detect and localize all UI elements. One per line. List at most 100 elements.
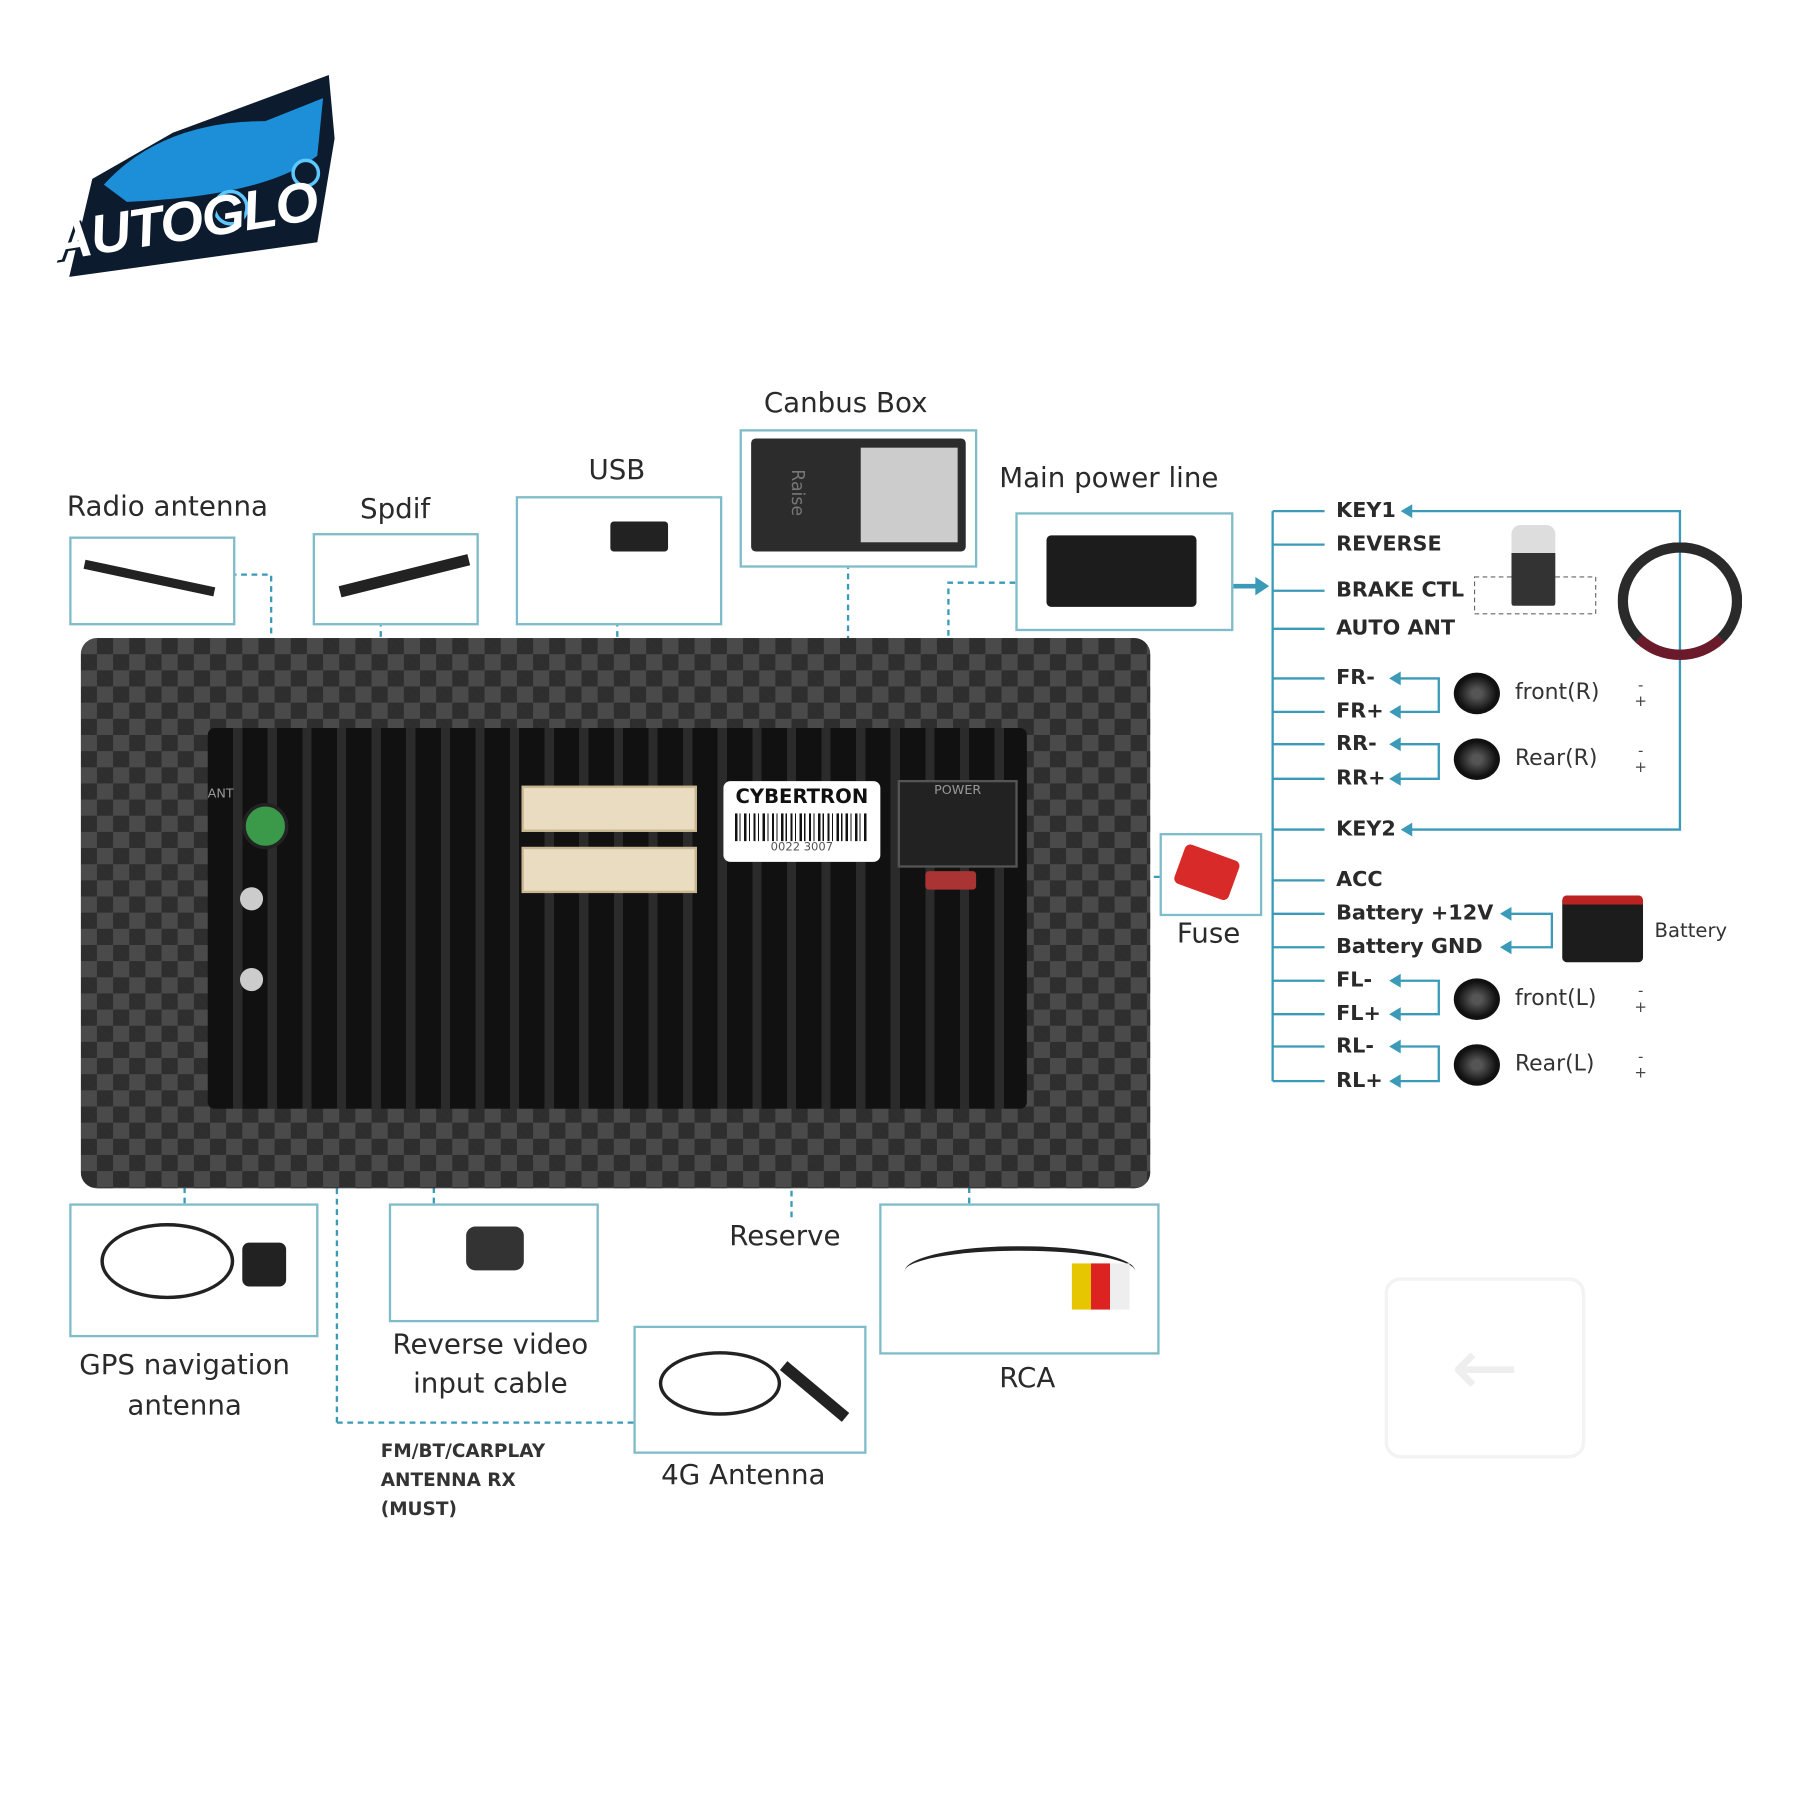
- rca-plugs: [1071, 1263, 1130, 1310]
- fm-port: [239, 968, 264, 992]
- reverse-video-label: Reverse video input cable: [369, 1325, 611, 1403]
- main-power-line-label: Main power line: [999, 461, 1219, 494]
- fm-bt-carplay-note: FM/BT/CARPLAY ANTENNA RX (MUST): [381, 1436, 545, 1523]
- speaker-icon: [1453, 978, 1500, 1020]
- ant-port-label: ANT: [207, 785, 234, 801]
- fuse-box: [1159, 833, 1263, 917]
- steering-wheel-icon: [1617, 542, 1743, 660]
- minus: -: [1637, 1048, 1644, 1067]
- spdif-box: [312, 533, 479, 626]
- usb-box: [515, 496, 723, 626]
- wire-reverse: REVERSE: [1336, 531, 1442, 557]
- rear-r-label: Rear(R): [1514, 745, 1598, 771]
- wire-key2: KEY2: [1336, 816, 1396, 842]
- fuse-slot: [925, 871, 977, 890]
- fm-note-line1: FM/BT/CARPLAY: [380, 1439, 546, 1462]
- antenna-4g-label: 4G Antenna: [661, 1458, 826, 1491]
- power-port: POWER: [897, 779, 1018, 868]
- gps-label: GPS navigation antenna: [63, 1345, 305, 1426]
- cybertron-brand: CYBERTRON: [735, 785, 869, 809]
- reverse-video-box: [388, 1203, 599, 1323]
- wire-fl-plus: FL+: [1336, 1001, 1381, 1026]
- wire-rl-minus: RL-: [1336, 1033, 1374, 1059]
- rca-connector: [521, 846, 697, 894]
- wire-auto-ant: AUTO ANT: [1336, 616, 1456, 641]
- cybertron-label: CYBERTRON 0022 3007: [723, 781, 881, 862]
- polarity-rear-l: -+: [1634, 1048, 1648, 1083]
- front-l-label: front(L): [1514, 985, 1597, 1011]
- antenna-4g-stick: [779, 1361, 850, 1422]
- minus: -: [1637, 677, 1644, 695]
- gear-shifter-icon: [1511, 524, 1556, 606]
- wire-rr-minus: RR-: [1336, 731, 1377, 756]
- main-power-box: [1015, 512, 1234, 632]
- gps-port: [239, 887, 264, 911]
- wire-rl-plus: RL+: [1336, 1068, 1383, 1093]
- radio-antenna-box: [69, 536, 236, 626]
- rca-harness-icon: [904, 1246, 1136, 1297]
- plus: +: [1634, 693, 1647, 711]
- usb-label: USB: [588, 453, 646, 486]
- gps-puck: [242, 1242, 287, 1287]
- polarity-front-r: -+: [1634, 678, 1648, 710]
- wire-battery-gnd: Battery GND: [1336, 934, 1483, 959]
- rear-l-label: Rear(L): [1514, 1051, 1595, 1077]
- speaker-icon: [1453, 672, 1500, 715]
- fuse-icon: [1172, 842, 1242, 902]
- front-r-label: front(R): [1514, 679, 1600, 705]
- battery-label: Battery: [1654, 919, 1728, 943]
- antenna-4g-icon: [658, 1351, 782, 1416]
- minus: -: [1637, 983, 1644, 1001]
- fm-note-line3: (MUST): [380, 1497, 457, 1520]
- rear-panel: ANT CYBERTRON 0022 3007 POWER: [207, 728, 1027, 1109]
- wire-fr-minus: FR-: [1336, 665, 1375, 690]
- back-button[interactable]: ←: [1384, 1277, 1586, 1459]
- barcode: [734, 813, 869, 842]
- wire-fr-plus: FR+: [1336, 699, 1384, 724]
- wire-fl-minus: FL-: [1336, 968, 1373, 993]
- plus: +: [1634, 999, 1647, 1017]
- fuse-label: Fuse: [1176, 917, 1241, 950]
- antenna-plug-icon: [83, 559, 216, 597]
- reverse-label-line1: Reverse video: [392, 1328, 589, 1361]
- minus: -: [1637, 743, 1644, 761]
- spdif-label: Spdif: [359, 492, 431, 525]
- fm-note-line2: ANTENNA RX: [380, 1468, 516, 1491]
- plus: +: [1634, 759, 1647, 777]
- ant-port: [242, 803, 289, 850]
- optical-cable-icon: [338, 554, 471, 598]
- power-port-label: POWER: [934, 782, 982, 798]
- polarity-front-l: -+: [1634, 984, 1648, 1016]
- antenna-4g-box: [633, 1325, 867, 1454]
- wire-rr-plus: RR+: [1336, 766, 1386, 791]
- radio-antenna-label: Radio antenna: [66, 490, 269, 523]
- wire-key1: KEY1: [1336, 498, 1396, 523]
- head-unit-rear: ANT CYBERTRON 0022 3007 POWER: [80, 638, 1151, 1189]
- speaker-icon: [1453, 738, 1500, 780]
- canbus-sticker: [860, 447, 958, 543]
- gps-label-line1: GPS navigation: [79, 1348, 290, 1382]
- reserve-label: Reserve: [729, 1219, 841, 1252]
- canbus-brand: Raise: [787, 469, 808, 517]
- plus: +: [1634, 1064, 1647, 1083]
- canbus-box-label: Canbus Box: [763, 386, 928, 419]
- rca-box: [879, 1203, 1160, 1355]
- gps-box: [69, 1203, 319, 1338]
- car-logo-icon: [69, 74, 335, 277]
- wire-brake-ctl: BRAKE CTL: [1336, 578, 1465, 603]
- camera-icon: [466, 1226, 524, 1271]
- gps-label-line2: antenna: [127, 1389, 242, 1422]
- rca-label: RCA: [999, 1361, 1056, 1394]
- wire-battery-12v: Battery +12V: [1336, 901, 1494, 926]
- usb-cable-icon: [610, 521, 669, 552]
- gps-antenna-icon: [100, 1223, 235, 1300]
- reverse-label-line2: input cable: [413, 1367, 568, 1400]
- battery-icon: [1562, 895, 1644, 963]
- speaker-icon: [1453, 1044, 1500, 1086]
- back-arrow-icon: ←: [1451, 1319, 1519, 1415]
- polarity-rear-r: -+: [1634, 744, 1648, 776]
- autoglo-logo: AUTOGLO AUSTRALIA: [35, 69, 341, 285]
- barcode-number: 0022 3007: [770, 841, 834, 854]
- canbus-box: Raise: [739, 429, 978, 568]
